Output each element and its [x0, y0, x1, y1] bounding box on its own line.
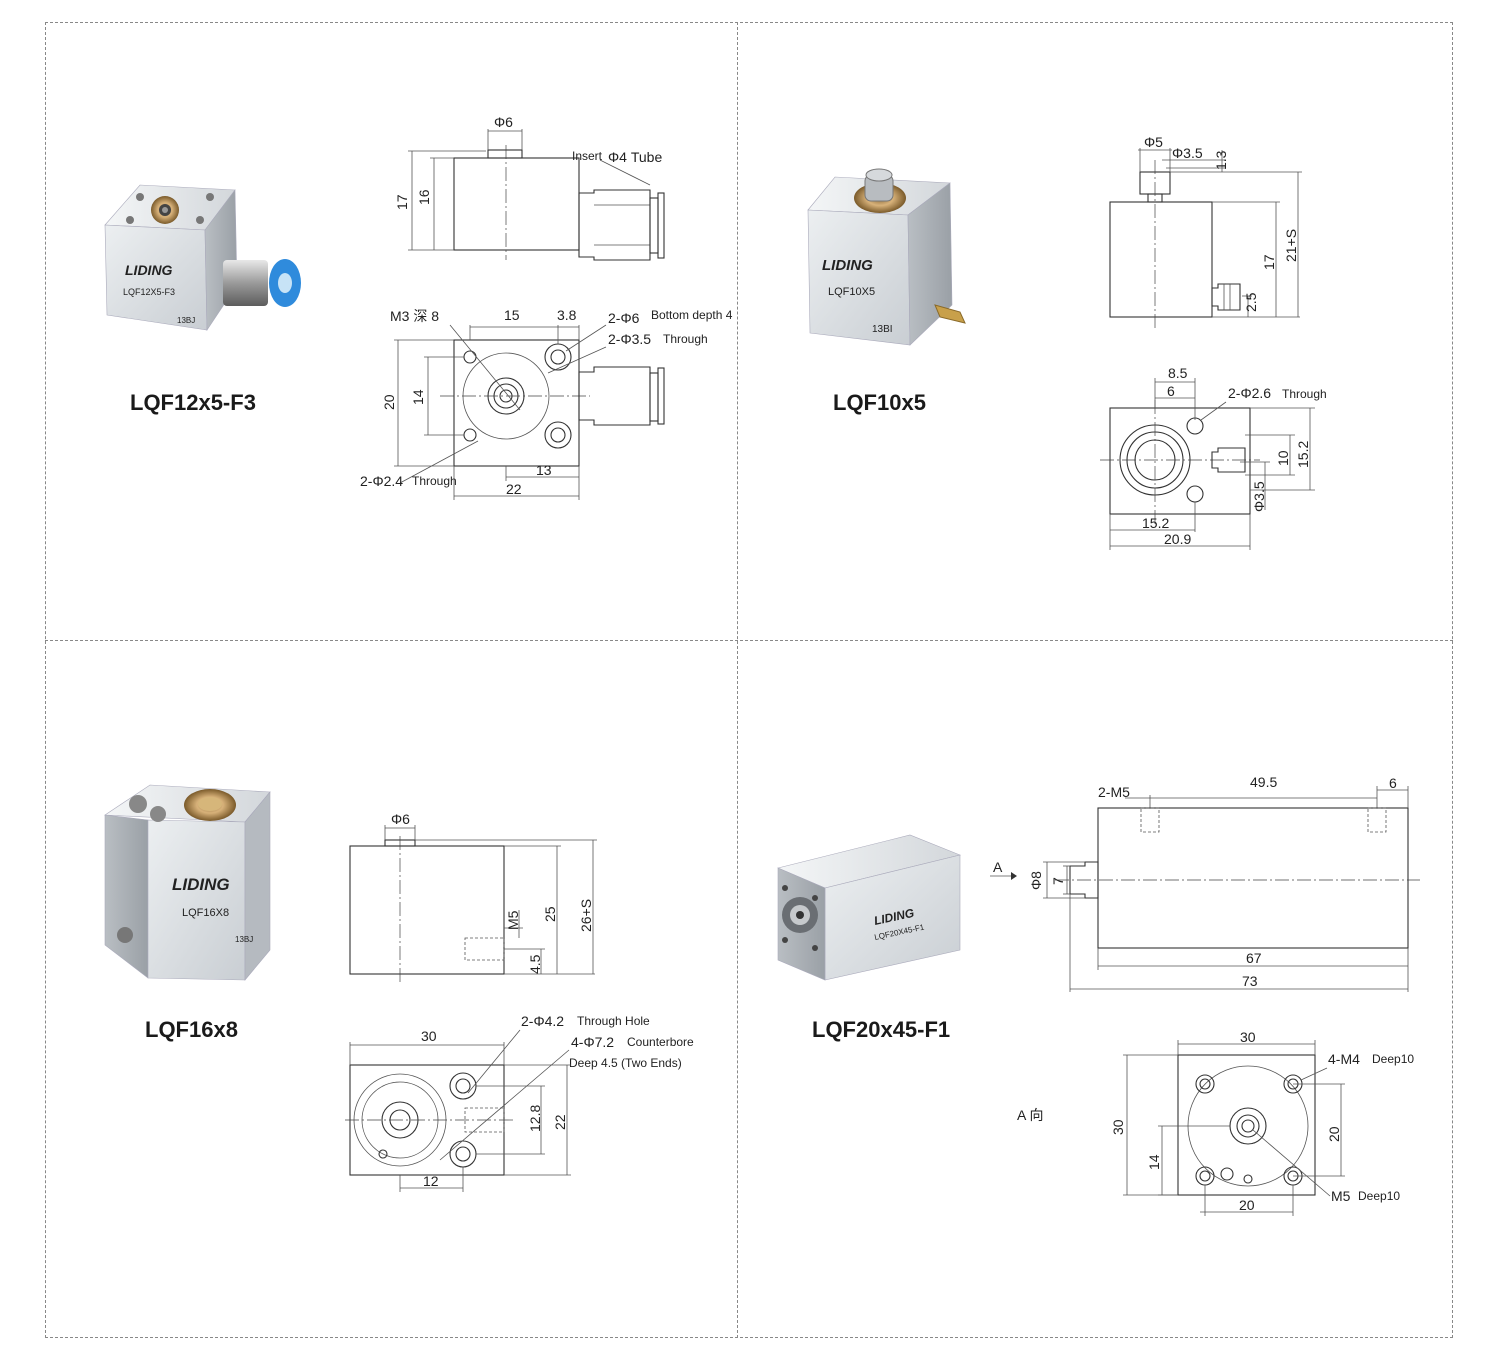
dim-30w: 30 — [1240, 1029, 1256, 1045]
drawing-lqf12x5-f3: Φ6 Insert Φ4 Tube 17 16 15 3.8 M3 深 8 2-… — [360, 114, 733, 500]
dim-15: 15 — [504, 307, 520, 323]
dim-7: 7 — [1050, 877, 1066, 885]
model-title-lqf10x5: LQF10x5 — [833, 390, 926, 415]
hole3-a: 2-Φ2.4 — [360, 473, 403, 489]
dim-16: 16 — [416, 189, 432, 205]
dim-3-8: 3.8 — [557, 307, 577, 323]
photo-code: 13BI — [872, 324, 893, 335]
dim-26-s: 26+S — [578, 899, 594, 932]
layout-frame — [45, 22, 1453, 1338]
horizontal-divider — [45, 640, 1453, 641]
drawing-lqf10x5: Φ5 Φ3.5 1.3 2.5 17 21+S 8.5 6 2-Φ2.6 Thr… — [1100, 134, 1327, 550]
photo-label: LQF16X8 — [182, 907, 229, 919]
dim-phi8: Φ8 — [1028, 871, 1044, 890]
hole3-b: Through — [412, 474, 457, 488]
product-photo-lqf10x5: LIDING LQF10X5 13BI — [807, 168, 966, 346]
dim-4-5: 4.5 — [527, 954, 543, 974]
hole1-a: 4-M4 — [1328, 1051, 1360, 1067]
dim-6: 6 — [1167, 383, 1175, 399]
insert-label: Insert — [572, 149, 603, 163]
dim-20h: 20 — [1326, 1126, 1342, 1142]
photo-code: 13BJ — [235, 935, 253, 944]
dim-21-s: 21+S — [1283, 229, 1299, 262]
hole2-a: M5 — [1331, 1188, 1351, 1204]
dim-14h: 14 — [1146, 1154, 1162, 1170]
product-photo-lqf16x8: LIDING LQF16X8 13BJ — [104, 784, 271, 981]
dim-phi5: Φ5 — [1144, 134, 1163, 150]
photo-brand: LIDING — [125, 262, 173, 278]
hole2-b: Deep10 — [1358, 1189, 1400, 1203]
hole1-b: Through — [1282, 387, 1327, 401]
dim-17: 17 — [1261, 254, 1277, 270]
photo-code: 13BJ — [177, 316, 195, 325]
dim-22: 22 — [506, 481, 522, 497]
dim-14: 14 — [410, 389, 426, 405]
hole2-a: 2-Φ3.5 — [608, 331, 651, 347]
dim-20: 20 — [381, 394, 397, 410]
dim-12-8: 12.8 — [527, 1105, 543, 1132]
photo-brand: LIDING — [172, 875, 230, 894]
model-title-lqf12x5-f3: LQF12x5-F3 — [130, 390, 256, 415]
hole2-b: Counterbore — [627, 1035, 694, 1049]
drawing-lqf20x45-f1: 2-M5 49.5 6 A Φ8 7 67 73 A 向 30 4-M4 Dee… — [990, 774, 1420, 1216]
dim-49-5: 49.5 — [1250, 774, 1277, 790]
hole2-a: 4-Φ7.2 — [571, 1034, 614, 1050]
dim-m5: M5 — [505, 910, 521, 930]
photo-label: LQF12X5-F3 — [123, 287, 175, 297]
dim-10: 10 — [1275, 450, 1291, 466]
dim-2-5: 2.5 — [1243, 292, 1259, 312]
tube-label: Φ4 Tube — [608, 149, 662, 165]
dim-30: 30 — [421, 1028, 437, 1044]
hole1-a: 2-Φ6 — [608, 310, 640, 326]
dim-phi3-5b: Φ3.5 — [1251, 481, 1267, 512]
dim-phi6: Φ6 — [391, 811, 410, 827]
hole1-a: 2-Φ2.6 — [1228, 385, 1271, 401]
dim-phi6: Φ6 — [494, 114, 513, 130]
photo-brand: LIDING — [822, 257, 873, 274]
view-a-label: A 向 — [1017, 1107, 1043, 1123]
product-photo-lqf12x5-f3: LIDING LQF12X5-F3 13BJ — [104, 184, 301, 331]
dim-phi3-5: Φ3.5 — [1172, 145, 1203, 161]
dim-17: 17 — [394, 194, 410, 210]
m5-label: 2-M5 — [1098, 784, 1130, 800]
vertical-divider — [737, 22, 738, 1338]
dim-30h: 30 — [1110, 1119, 1126, 1135]
m3-label: M3 深 8 — [390, 308, 439, 324]
dim-13: 13 — [536, 462, 552, 478]
dim-6: 6 — [1389, 775, 1397, 791]
dim-73: 73 — [1242, 973, 1258, 989]
hole1-b: Deep10 — [1372, 1052, 1414, 1066]
product-photo-lqf20x45-f1: LIDING LQF20X45-F1 — [777, 834, 961, 981]
dim-20-9: 20.9 — [1164, 531, 1191, 547]
model-title-lqf20x45-f1: LQF20x45-F1 — [812, 1017, 951, 1042]
photo-label: LQF10X5 — [828, 286, 875, 298]
dim-1-3: 1.3 — [1213, 150, 1229, 170]
dim-25: 25 — [542, 906, 558, 922]
dim-22: 22 — [552, 1114, 568, 1130]
dim-20w: 20 — [1239, 1197, 1255, 1213]
drawing-lqf16x8: Φ6 M5 4.5 25 26+S 30 2-Φ4.2 Through Hole… — [345, 811, 694, 1192]
hole1-a: 2-Φ4.2 — [521, 1013, 564, 1029]
dim-8-5: 8.5 — [1168, 365, 1188, 381]
dim-15-2w: 15.2 — [1142, 515, 1169, 531]
model-title-lqf16x8: LQF16x8 — [145, 1017, 238, 1042]
dim-15-2: 15.2 — [1295, 441, 1311, 468]
dim-12: 12 — [423, 1173, 439, 1189]
hole2-c: Deep 4.5 (Two Ends) — [569, 1056, 682, 1070]
hole1-b: Bottom depth 4 — [651, 308, 733, 322]
hole2-b: Through — [663, 332, 708, 346]
view-a-mark: A — [993, 859, 1003, 875]
hole1-b: Through Hole — [577, 1014, 650, 1028]
dim-67: 67 — [1246, 950, 1262, 966]
